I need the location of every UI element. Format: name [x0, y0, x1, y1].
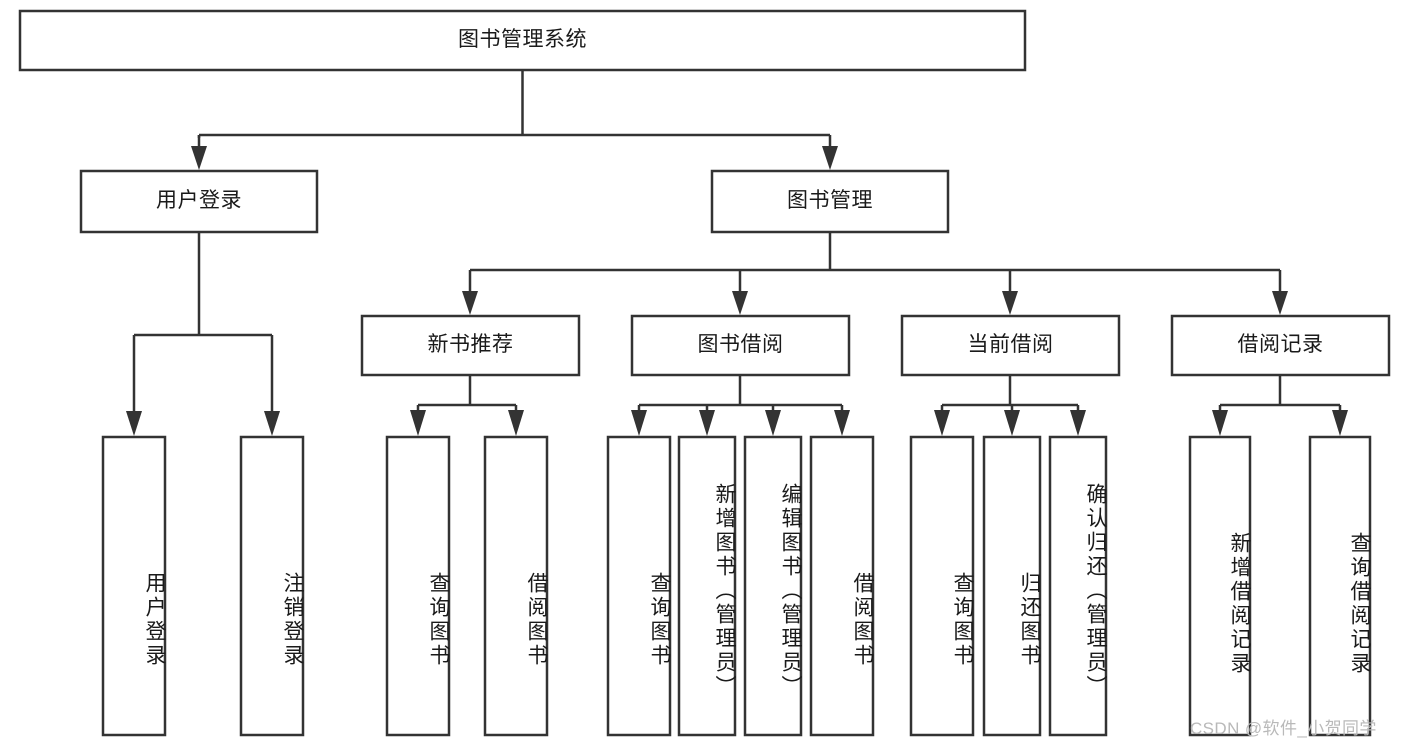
- arrow-to-borrow-record: [1272, 291, 1288, 315]
- edges-currentborrow-to-leaves: [934, 375, 1086, 436]
- arrow-to-current-borrow: [1002, 291, 1018, 315]
- edges-bookmgmt-to-level3: [462, 232, 1288, 315]
- node-box-current-borrow[interactable]: [900, 314, 1121, 377]
- arrow-to-leaf-query-book-1: [410, 410, 426, 436]
- node-box-user-login[interactable]: [79, 169, 319, 234]
- edges-bookborrow-to-leaves: [631, 375, 850, 436]
- node-box-leaf-query-book-3[interactable]: [909, 435, 975, 737]
- arrow-to-leaf-query-record: [1332, 410, 1348, 436]
- arrow-to-leaf-user-login: [126, 411, 142, 436]
- node-box-leaf-query-book-2[interactable]: [606, 435, 672, 737]
- edges-borrowrecord-to-leaves: [1212, 375, 1348, 436]
- node-box-leaf-add-record[interactable]: [1188, 435, 1252, 737]
- arrow-to-leaf-query-book-3: [934, 410, 950, 436]
- node-box-book-borrow[interactable]: [630, 314, 851, 377]
- node-box-leaf-user-login[interactable]: [101, 435, 167, 737]
- node-box-new-book-recommend[interactable]: [360, 314, 581, 377]
- node-box-borrow-record[interactable]: [1170, 314, 1391, 377]
- csdn-watermark: CSDN @软件_小贺同学: [1190, 719, 1377, 738]
- arrow-to-leaf-confirm-return: [1070, 410, 1086, 436]
- arrow-to-book-mgmt: [822, 146, 838, 170]
- edges-userlogin-to-leaves: [126, 232, 280, 436]
- arrow-to-borrow: [732, 291, 748, 315]
- node-box-leaf-query-book-1[interactable]: [385, 435, 451, 737]
- node-box-leaf-add-book[interactable]: [677, 435, 737, 737]
- arrow-to-leaf-borrow-book-1: [508, 410, 524, 436]
- arrow-to-leaf-return-book: [1004, 410, 1020, 436]
- node-box-leaf-borrow-book-1[interactable]: [483, 435, 549, 737]
- node-box-book-management[interactable]: [710, 169, 950, 234]
- node-box-leaf-logout[interactable]: [239, 435, 305, 737]
- arrow-to-leaf-add-book: [699, 410, 715, 436]
- arrow-to-leaf-query-book-2: [631, 410, 647, 436]
- arrow-to-leaf-borrow-book-2: [834, 410, 850, 436]
- edges-root-to-level2: [191, 70, 838, 170]
- arrow-to-user-login: [191, 146, 207, 170]
- arrow-to-newbook: [462, 291, 478, 315]
- node-box-leaf-edit-book[interactable]: [743, 435, 803, 737]
- node-box-leaf-borrow-book-2[interactable]: [809, 435, 875, 737]
- arrow-to-leaf-edit-book: [765, 410, 781, 436]
- node-box-leaf-return-book[interactable]: [982, 435, 1042, 737]
- arrow-to-leaf-add-record: [1212, 410, 1228, 436]
- node-box-root[interactable]: [18, 9, 1027, 72]
- arrow-to-leaf-logout: [264, 411, 280, 436]
- node-box-leaf-confirm-return[interactable]: [1048, 435, 1108, 737]
- edges-newbook-to-leaves: [410, 375, 524, 436]
- node-box-leaf-query-record[interactable]: [1308, 435, 1372, 737]
